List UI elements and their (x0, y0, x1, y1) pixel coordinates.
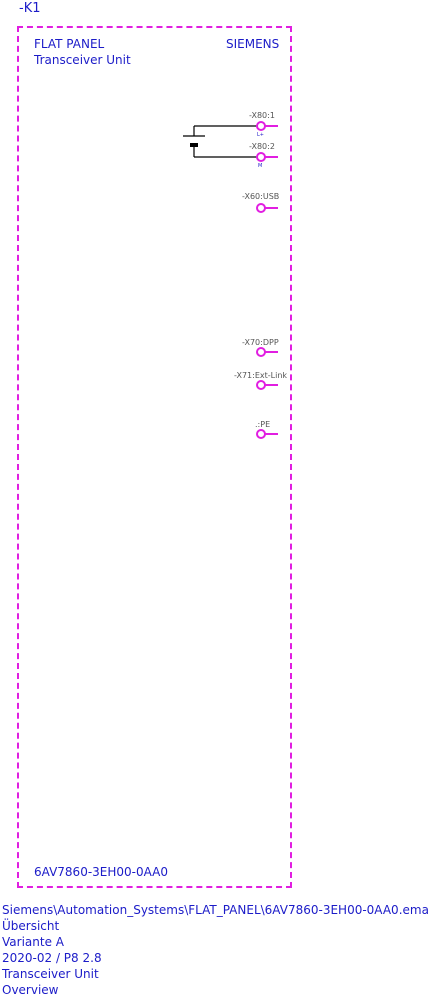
component-title: FLAT PANEL (34, 37, 105, 51)
pin-label-x80-1: -X80:1 (249, 111, 275, 120)
version-info: 2020-02 / P8 2.8 (2, 951, 102, 965)
pin-sublabel-x80-1: L+ (257, 132, 264, 138)
connector-pin-x70-dpp (256, 347, 278, 357)
manufacturer-name: SIEMENS (226, 37, 280, 51)
file-path: Siemens\Automation_Systems\FLAT_PANEL\6A… (2, 903, 429, 917)
connector-pin-x80-2 (256, 152, 278, 162)
component-subtitle: Transceiver Unit (34, 53, 131, 67)
device-reference: -K1 (19, 1, 41, 16)
pin-label-pe: .:PE (255, 420, 271, 429)
connector-pin-x80-1 (256, 121, 278, 131)
pin-sublabel-x80-2: M (258, 163, 263, 169)
connector-pin-x71-ext-link (256, 380, 278, 390)
part-number: 6AV7860-3EH00-0AA0 (34, 865, 169, 879)
connector-pin-x60-usb (256, 203, 278, 213)
variant-name: Variante A (2, 935, 64, 949)
connector-pin-pe (256, 429, 278, 439)
pin-label-x70-dpp: -X70:DPP (242, 338, 279, 347)
component-boundary (17, 26, 292, 888)
pin-label-x60-usb: -X60:USB (242, 192, 280, 201)
view-name: Übersicht (2, 919, 60, 933)
pin-label-x71-ext-link: -X71:Ext-Link (234, 371, 288, 380)
view-name-en: Overview (2, 983, 59, 997)
unit-name: Transceiver Unit (2, 967, 99, 981)
power-supply-symbol (183, 125, 257, 158)
schematic-graphics (183, 121, 278, 439)
pin-label-x80-2: -X80:2 (249, 142, 275, 151)
